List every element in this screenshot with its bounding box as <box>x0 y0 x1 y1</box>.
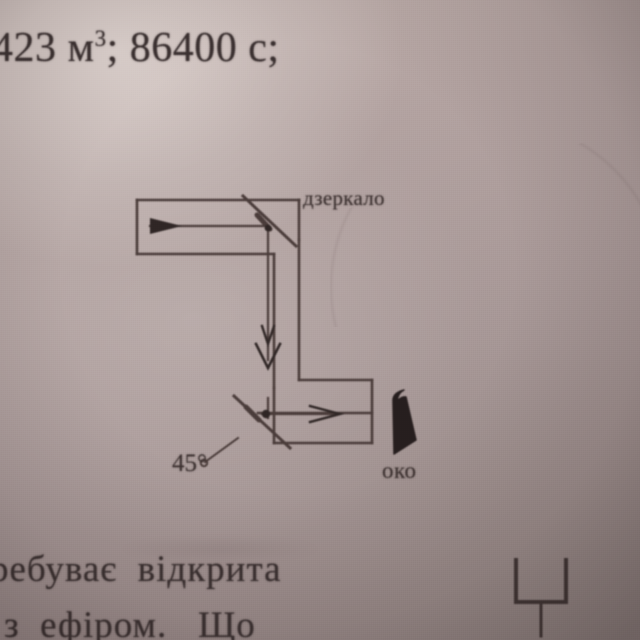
body-text-line-1: ребуває відкрита <box>0 549 282 590</box>
answer-time-value: ; 86400 с; <box>106 25 280 71</box>
body-text-line-2: з ефіром. Що <box>4 605 256 640</box>
vessel-sketch <box>514 558 568 638</box>
answer-line-top: 423 м3; 86400 с; <box>0 24 280 72</box>
mirror-label: дзеркало <box>303 186 385 210</box>
answer-volume-exponent: 3 <box>94 26 107 51</box>
eye-label: око <box>382 458 417 483</box>
answer-volume-value: 423 м <box>0 25 95 71</box>
vessel-body <box>514 558 568 604</box>
angle-label: 45° <box>172 450 207 477</box>
